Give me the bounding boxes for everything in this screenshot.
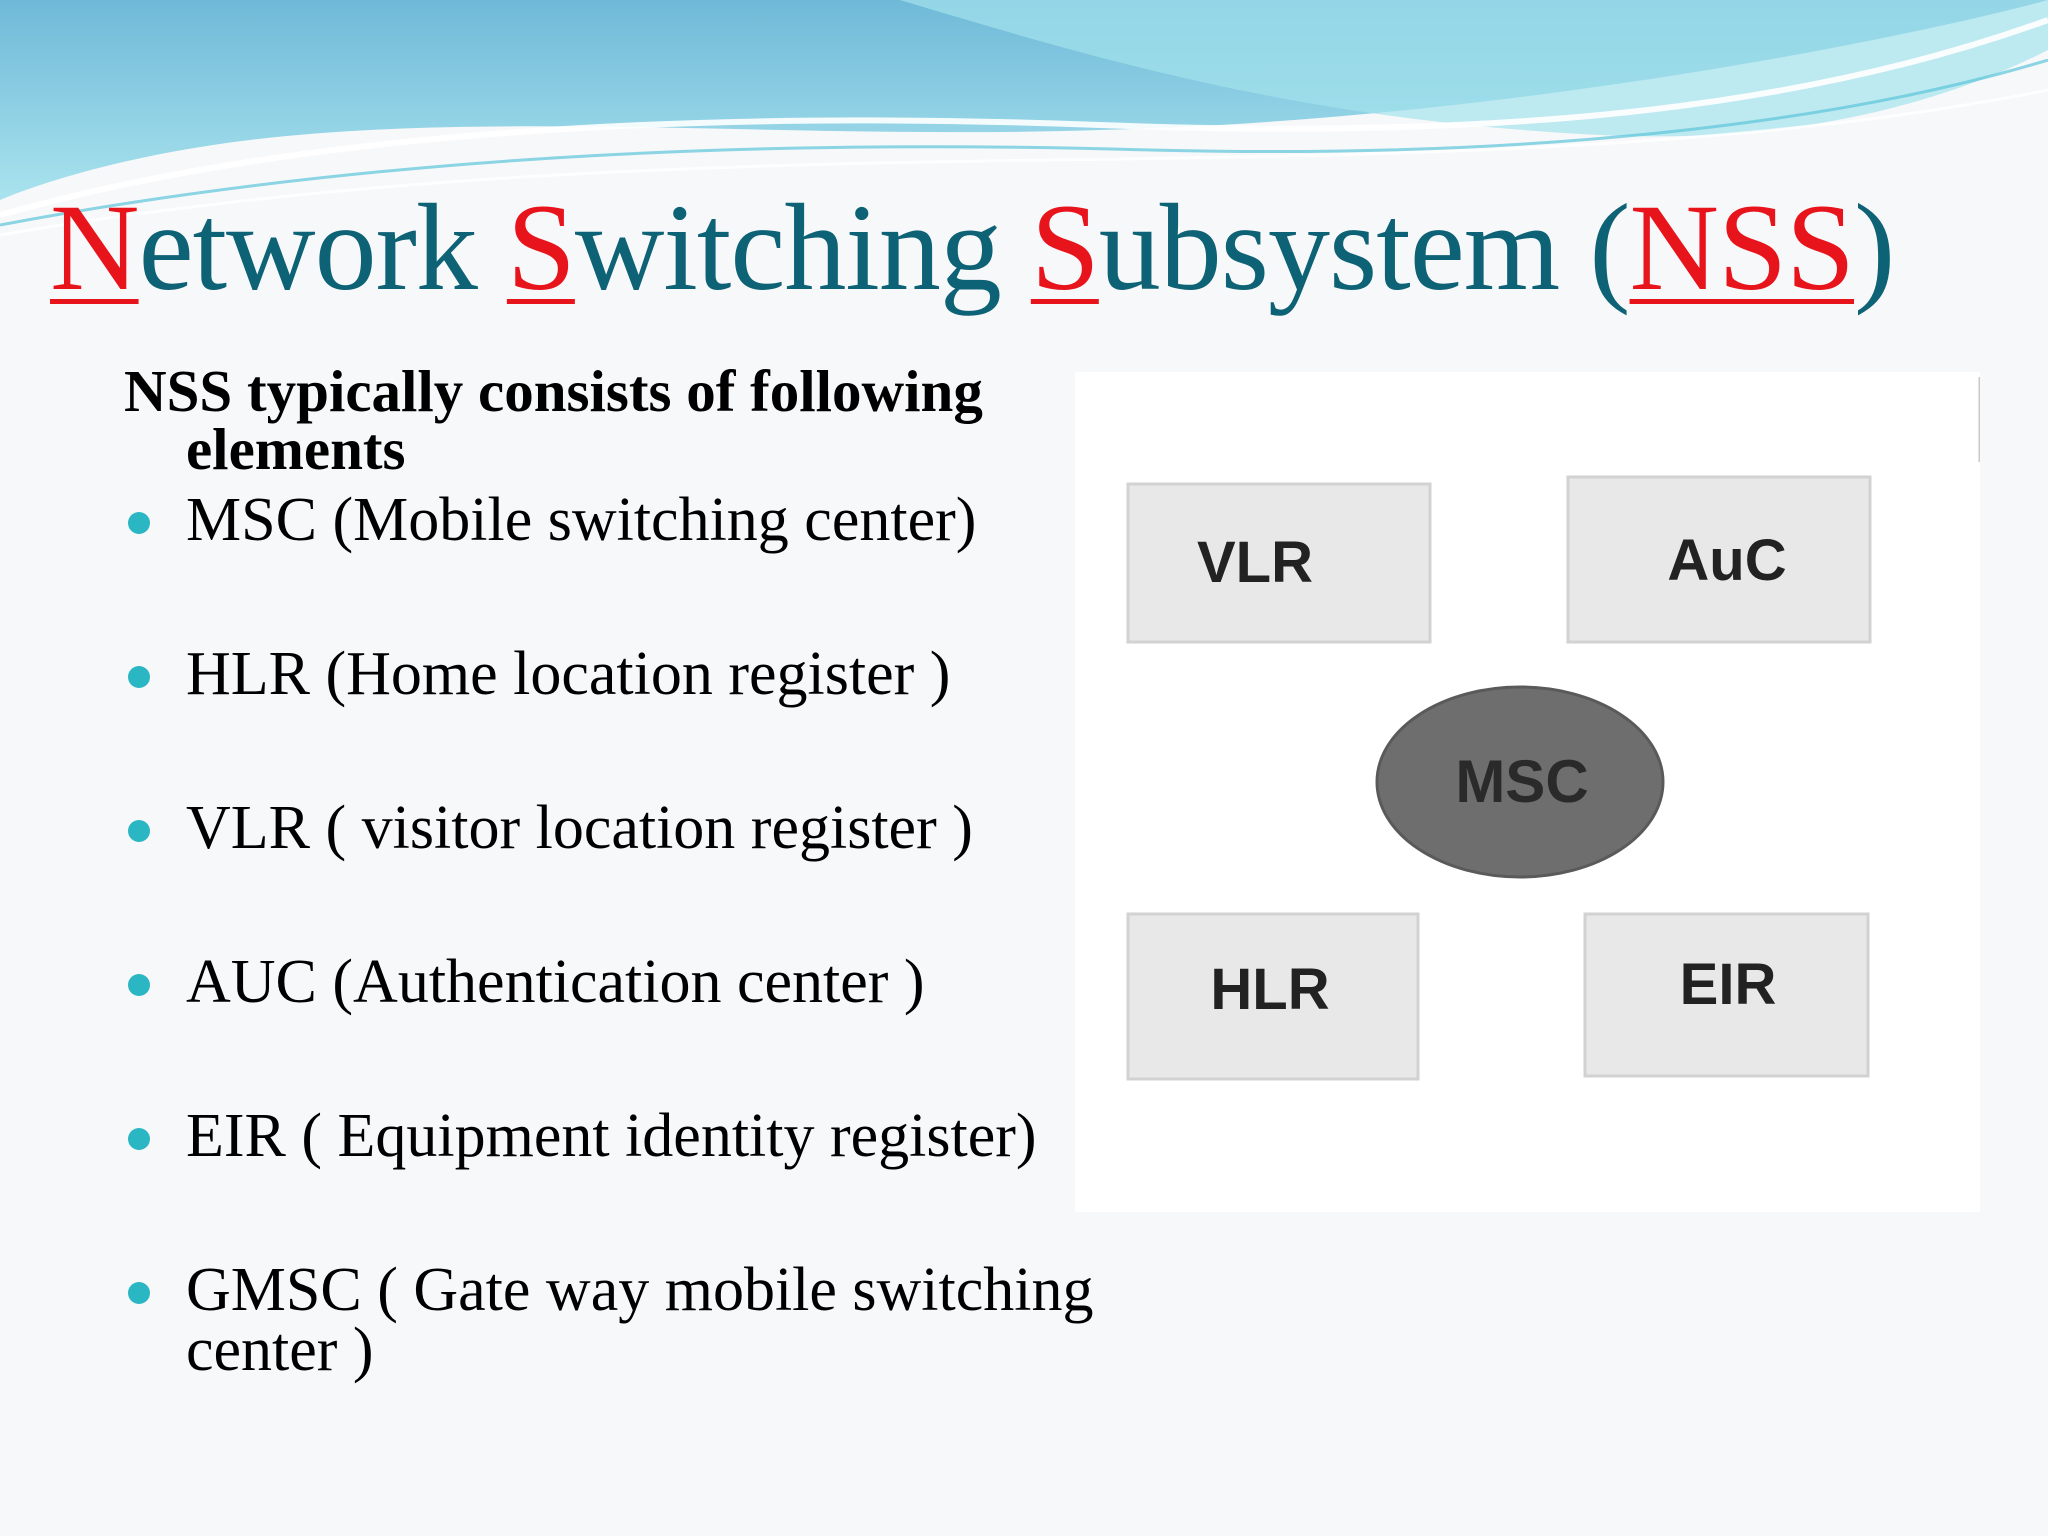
title-close-paren: ) [1854, 179, 1895, 316]
list-item-text: MSC (Mobile switching center) [186, 486, 977, 554]
bullet-icon [128, 820, 150, 842]
element-list: MSC (Mobile switching center) HLR (Home … [124, 489, 1144, 1381]
bullet-icon [128, 974, 150, 996]
eir-label: EIR [1680, 952, 1777, 1017]
nss-diagram-svg: VLR AuC MSC HLR EIR [1126, 377, 1980, 1081]
list-item: HLR (Home location register ) [124, 643, 1144, 705]
title-text-ubsystem: ubsystem ( [1098, 179, 1631, 316]
vlr-label: VLR [1197, 530, 1313, 595]
eir-box: EIR [1583, 912, 1870, 1078]
intro-text: NSS typically consists of following elem… [124, 358, 983, 482]
msc-label: MSC [1455, 748, 1588, 815]
hlr-label: HLR [1210, 957, 1329, 1022]
title-text-witching: witching [574, 179, 1031, 316]
hlr-box: HLR [1126, 912, 1420, 1081]
title-letter-s2: S [1030, 179, 1100, 316]
nss-diagram: VLR AuC MSC HLR EIR [1075, 372, 1980, 1212]
list-item: GMSC ( Gate way mobile switching center … [124, 1259, 1144, 1381]
list-item-text: VLR ( visitor location register ) [186, 794, 973, 862]
vlr-box: VLR [1126, 482, 1432, 644]
title-letter-s1: S [506, 179, 576, 316]
msc-node: MSC [1375, 685, 1665, 879]
auc-label: AuC [1667, 528, 1786, 593]
title-text-etwork: etwork [138, 179, 507, 316]
list-item-text: EIR ( Equipment identity register) [186, 1102, 1037, 1170]
bullet-icon [128, 1282, 150, 1304]
slide-body: NSS typically consists of following elem… [124, 358, 1144, 1382]
list-item: VLR ( visitor location register ) [124, 797, 1144, 859]
title-letter-n: N [50, 179, 140, 316]
list-item: EIR ( Equipment identity register) [124, 1105, 1144, 1167]
list-item: AUC (Authentication center ) [124, 951, 1144, 1013]
title-acronym-nss: NSS [1629, 179, 1855, 316]
slide-title: Network Switching Subsystem (NSS) [50, 178, 2048, 318]
list-item-text: AUC (Authentication center ) [186, 948, 925, 1016]
auc-box: AuC [1566, 475, 1872, 644]
bullet-icon [128, 512, 150, 534]
list-item: MSC (Mobile switching center) [124, 489, 1144, 551]
bullet-icon [128, 666, 150, 688]
list-item-text: GMSC ( Gate way mobile switching center … [186, 1256, 1094, 1384]
list-item-text: HLR (Home location register ) [186, 640, 951, 708]
bullet-icon [128, 1128, 150, 1150]
